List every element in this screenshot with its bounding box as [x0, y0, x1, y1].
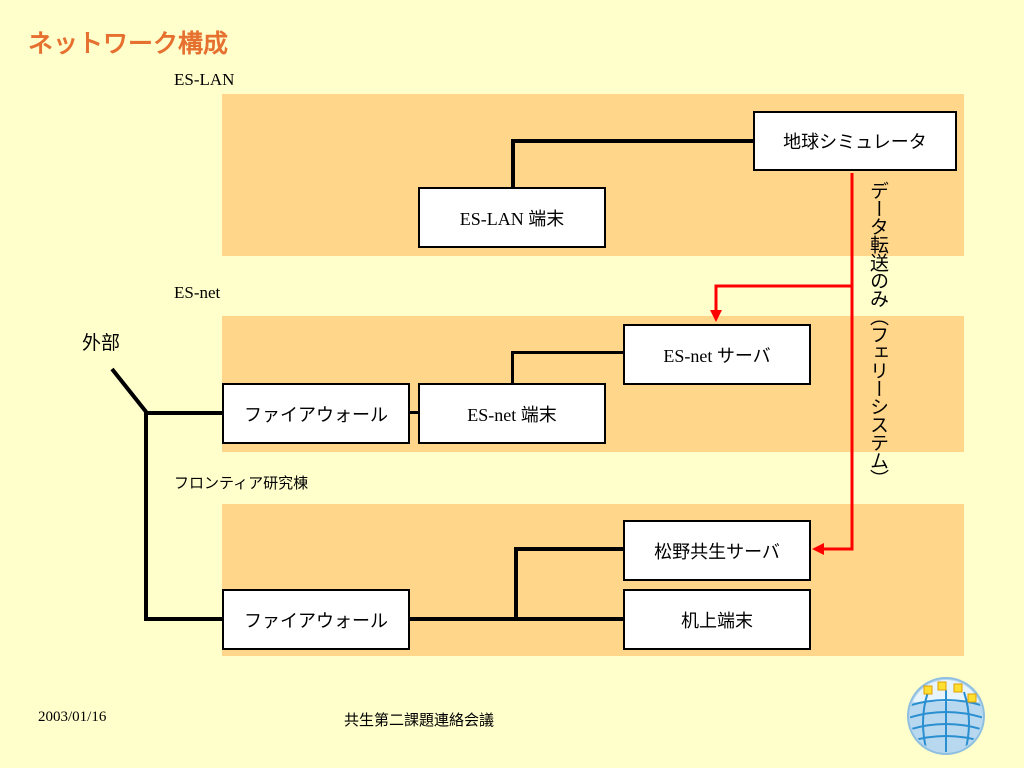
frontier-link-horizontal-upper — [514, 547, 624, 551]
matsuno-server-node: 松野共生サーバ — [623, 520, 811, 581]
es-net-zone-label: ES-net — [174, 283, 221, 302]
es-net-link-horizontal — [511, 351, 624, 354]
es-lan-link-horizontal — [511, 139, 753, 143]
external-trunk-horizontal-bottom — [144, 617, 222, 621]
firewall-terminal-link — [409, 411, 418, 414]
firewall-frontier-node: ファイアウォール — [222, 589, 410, 650]
desk-terminal-node: 机上端末 — [623, 589, 811, 650]
transfer-arrow-head-top — [710, 310, 722, 322]
globe-logo-icon — [907, 677, 985, 755]
external-diagonal-line — [110, 367, 149, 415]
external-label: 外部 — [82, 332, 121, 354]
external-trunk-horizontal-top — [144, 411, 222, 415]
frontier-link-vertical — [514, 547, 518, 621]
es-net-terminal-node: ES-net 端末 — [418, 383, 606, 444]
earth-simulator-node: 地球シミュレータ — [753, 111, 957, 171]
es-lan-link-vertical — [511, 139, 515, 188]
es-net-link-vertical — [511, 351, 514, 385]
es-lan-zone-label: ES-LAN — [174, 70, 235, 89]
external-trunk-vertical — [144, 411, 148, 621]
footer-meeting: 共生第二課題連絡会議 — [344, 711, 495, 729]
transfer-arrow-head-bottom — [812, 543, 824, 555]
page-title: ネットワーク構成 — [28, 29, 229, 58]
transfer-label: データ転送のみ（フェリーシステム） — [867, 181, 889, 487]
es-net-server-node: ES-net サーバ — [623, 324, 811, 385]
es-lan-terminal-node: ES-LAN 端末 — [418, 187, 606, 248]
footer-date: 2003/01/16 — [38, 709, 107, 725]
firewall-es-net-node: ファイアウォール — [222, 383, 410, 444]
transfer-arrow-path — [822, 173, 854, 551]
transfer-branch-path — [714, 284, 852, 312]
frontier-zone-label: フロンティア研究棟 — [174, 474, 309, 492]
